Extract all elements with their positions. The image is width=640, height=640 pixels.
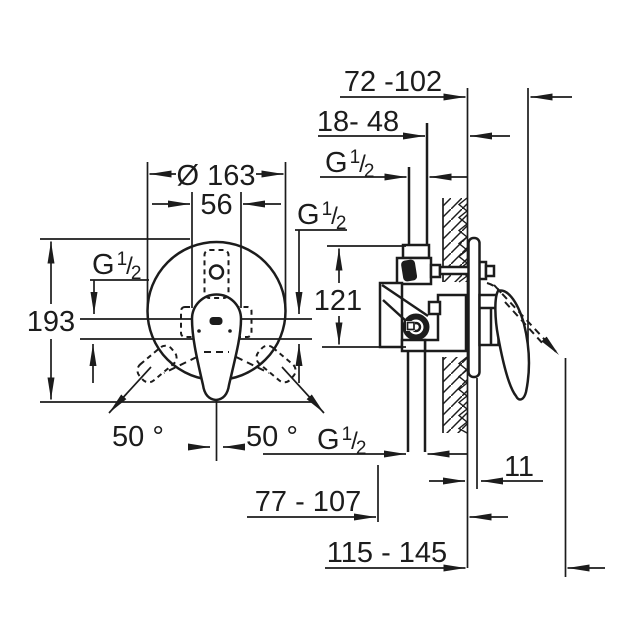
- side-view: [377, 88, 567, 577]
- dim-wall-depth-label: 72 -102: [344, 66, 442, 98]
- right-port-tab: [229, 306, 253, 338]
- dim-overall-depth-label: 115 - 145: [327, 537, 447, 569]
- left-wing: [136, 344, 178, 384]
- escutcheon-plate-side: [467, 236, 481, 379]
- dim-plate-projection-label: 11: [504, 451, 534, 483]
- dim-inlet-depth: 18- 48: [317, 106, 510, 140]
- dim-plate-projection: 11: [429, 451, 543, 485]
- dim-overall-depth: 115 - 145: [325, 537, 605, 572]
- dim-diameter: Ø 163: [146, 160, 287, 305]
- dim-port-span-label: 121: [314, 285, 362, 317]
- fitting-marking: [401, 259, 418, 282]
- front-view: [40, 240, 325, 461]
- dim-diameter-label: Ø 163: [177, 160, 256, 192]
- angle-dimension: [108, 366, 325, 461]
- dim-body-depth-label: 77 - 107: [255, 486, 361, 518]
- dim-cartridge-width: 56: [152, 189, 281, 308]
- dim-port-span: 121: [314, 245, 406, 348]
- dim-angle-right-label: 50 °: [246, 421, 298, 453]
- lever-side-view: [494, 289, 531, 401]
- lever-handle: [190, 293, 243, 402]
- pipe-coupling: [401, 243, 431, 260]
- top-port-hole: [208, 264, 225, 280]
- dim-inlet-depth-label: 18- 48: [317, 106, 399, 138]
- dim-wall-depth: 72 -102: [340, 66, 572, 101]
- lever-alt-position: [486, 282, 567, 577]
- dim-body-depth: 77 - 107: [247, 486, 508, 521]
- dim-cartridge-width-label: 56: [200, 189, 232, 221]
- handle-badge: [209, 317, 223, 325]
- dim-overall-height-label: 193: [27, 306, 75, 338]
- dim-overall-height: 193: [27, 238, 190, 400]
- plaster-zigzag-lower: [457, 356, 469, 434]
- dim-angle-left-label: 50 °: [112, 421, 164, 453]
- top-port-box: [203, 249, 230, 299]
- valve-body: [378, 243, 496, 452]
